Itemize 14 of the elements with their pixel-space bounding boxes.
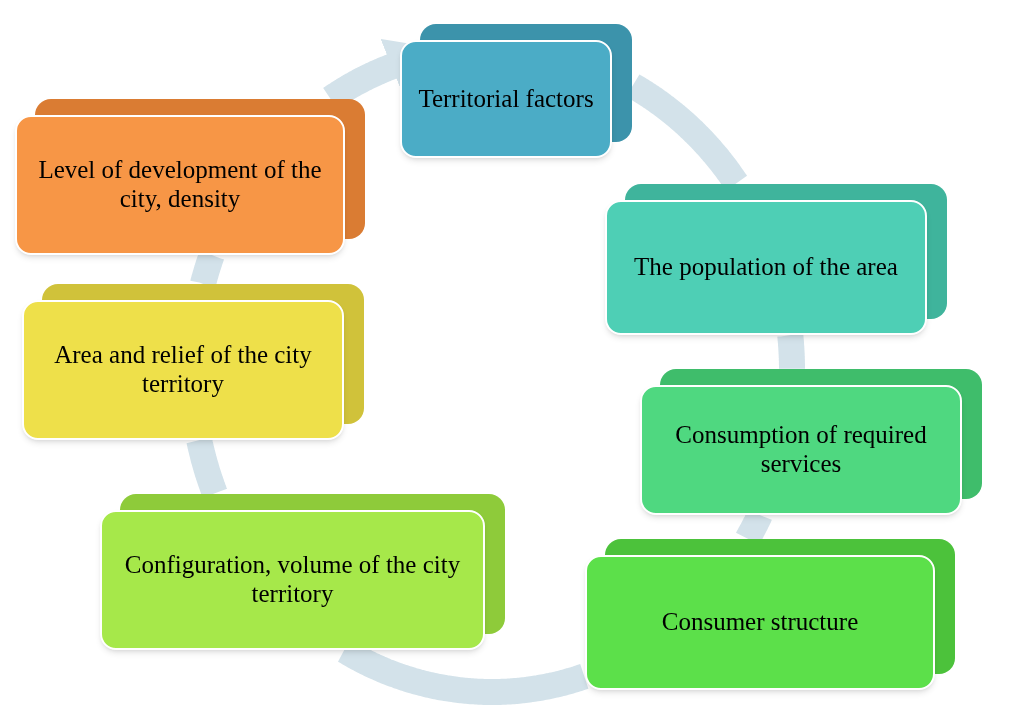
box-label: Level of development of the city, density: [37, 156, 323, 214]
box-label: The population of the area: [634, 253, 898, 282]
box-label: Area and relief of the city territory: [53, 341, 313, 399]
box-label: Configuration, volume of the city territory: [123, 551, 462, 609]
box-label: Consumer structure: [661, 608, 859, 637]
process-box: [22, 284, 364, 440]
box-label: Consumption of required services: [674, 421, 928, 479]
process-box: [100, 494, 505, 650]
process-box: [640, 369, 982, 515]
process-box: [400, 24, 632, 158]
box-label: Territorial factors: [418, 84, 594, 114]
process-box: [605, 184, 947, 335]
process-box: [15, 99, 365, 255]
process-box: [585, 539, 955, 690]
